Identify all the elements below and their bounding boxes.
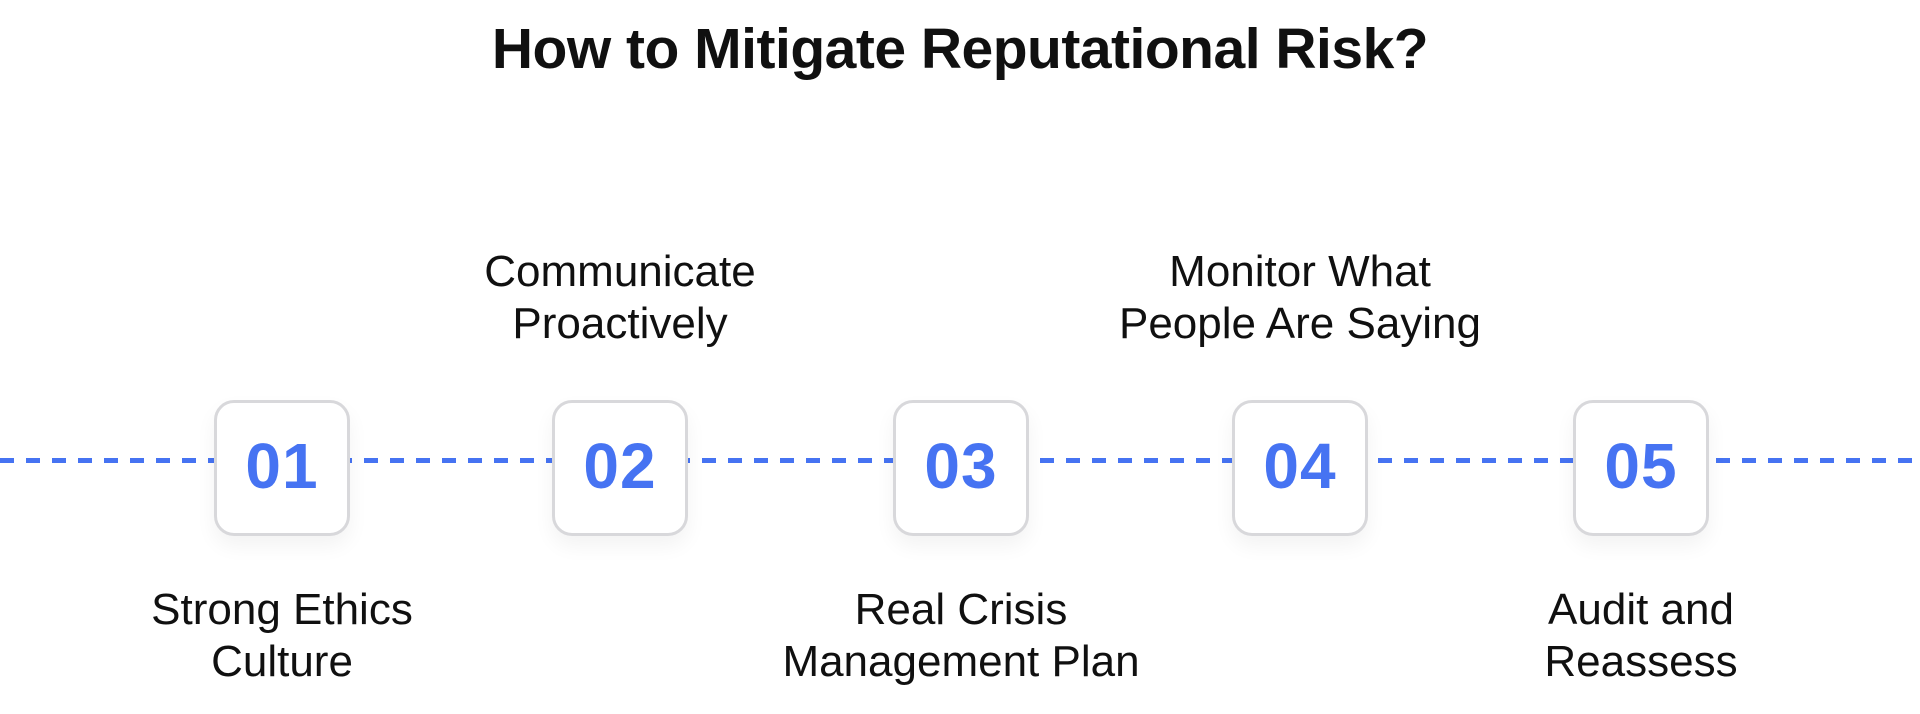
step-label-02: Communicate Proactively xyxy=(380,246,860,350)
step-label-04: Monitor What People Are Saying xyxy=(1060,246,1540,350)
step-label-02-line1: Communicate xyxy=(484,247,756,296)
step-label-04-line1: Monitor What xyxy=(1169,247,1431,296)
page-title: How to Mitigate Reputational Risk? xyxy=(491,17,1429,81)
step-number-04: 04 xyxy=(1263,430,1337,502)
step-number-03: 03 xyxy=(924,430,998,502)
step-label-01-line1: Strong Ethics xyxy=(151,585,413,634)
step-label-01: Strong Ethics Culture xyxy=(42,584,522,688)
step-label-04-line2: People Are Saying xyxy=(1118,299,1482,348)
step-box-05: 05 xyxy=(1573,400,1709,536)
step-box-02: 02 xyxy=(552,400,688,536)
step-label-03: Real Crisis Management Plan xyxy=(721,584,1201,688)
step-label-02-line2: Proactively xyxy=(512,299,728,348)
step-label-03-line1: Real Crisis xyxy=(854,585,1068,634)
step-box-01: 01 xyxy=(214,400,350,536)
step-label-05: Audit and Reassess xyxy=(1401,584,1881,688)
step-box-03: 03 xyxy=(893,400,1029,536)
step-label-03-line2: Management Plan xyxy=(782,637,1140,686)
step-label-05-line2: Reassess xyxy=(1544,637,1738,686)
step-number-01: 01 xyxy=(245,430,319,502)
step-label-05-line1: Audit and xyxy=(1548,585,1734,634)
step-box-04: 04 xyxy=(1232,400,1368,536)
step-number-02: 02 xyxy=(583,430,657,502)
step-number-05: 05 xyxy=(1604,430,1678,502)
step-label-01-line2: Culture xyxy=(211,637,353,686)
